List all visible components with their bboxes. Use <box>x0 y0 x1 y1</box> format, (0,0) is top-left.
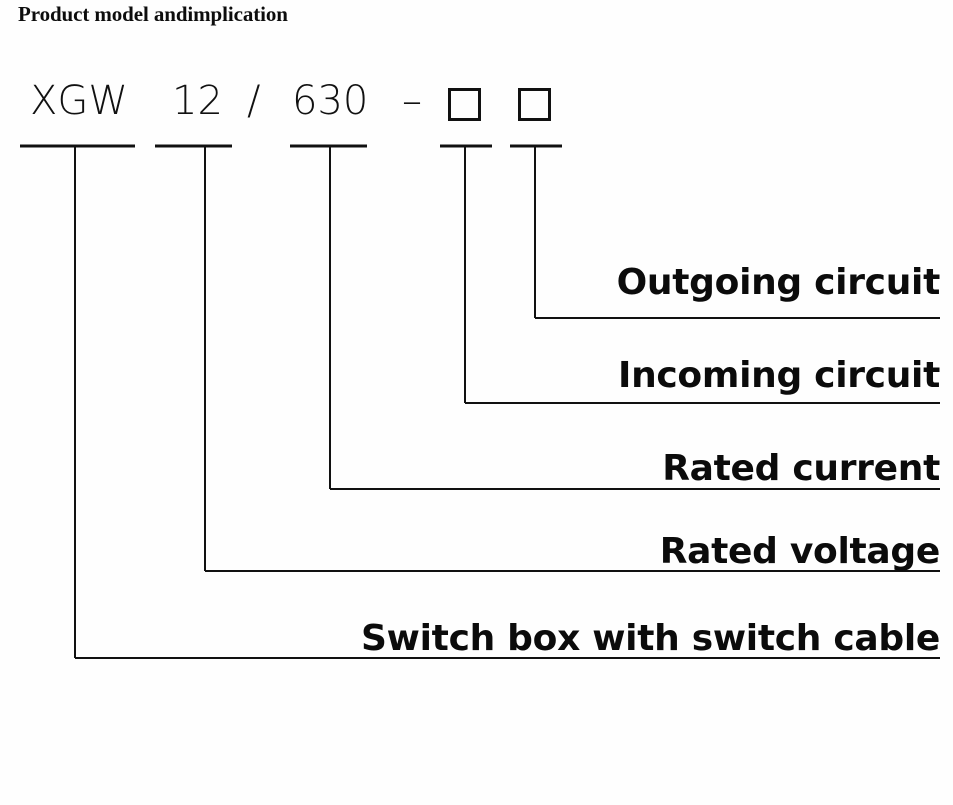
placeholder-box-outgoing <box>518 88 551 121</box>
label-switch-cable: Switch box with switch cable <box>361 618 940 659</box>
label-rated-current: Rated current <box>662 448 940 489</box>
model-code-token-number-3: 630 <box>292 78 369 124</box>
model-code-token-dash-4: – <box>402 78 422 124</box>
model-code-token-number-1: 12 <box>172 78 223 124</box>
model-code-token-separator-2: / <box>247 78 261 124</box>
label-rated-voltage: Rated voltage <box>659 531 941 572</box>
label-incoming-circuit: Incoming circuit <box>617 355 940 396</box>
placeholder-box-incoming <box>448 88 481 121</box>
page-title: Product model andimplication <box>18 2 288 26</box>
label-outgoing-circuit: Outgoing circuit <box>616 262 941 303</box>
model-code-token-letters-0: XGW <box>30 78 128 124</box>
model-code-row: XGW 12 / 630– <box>0 78 953 138</box>
